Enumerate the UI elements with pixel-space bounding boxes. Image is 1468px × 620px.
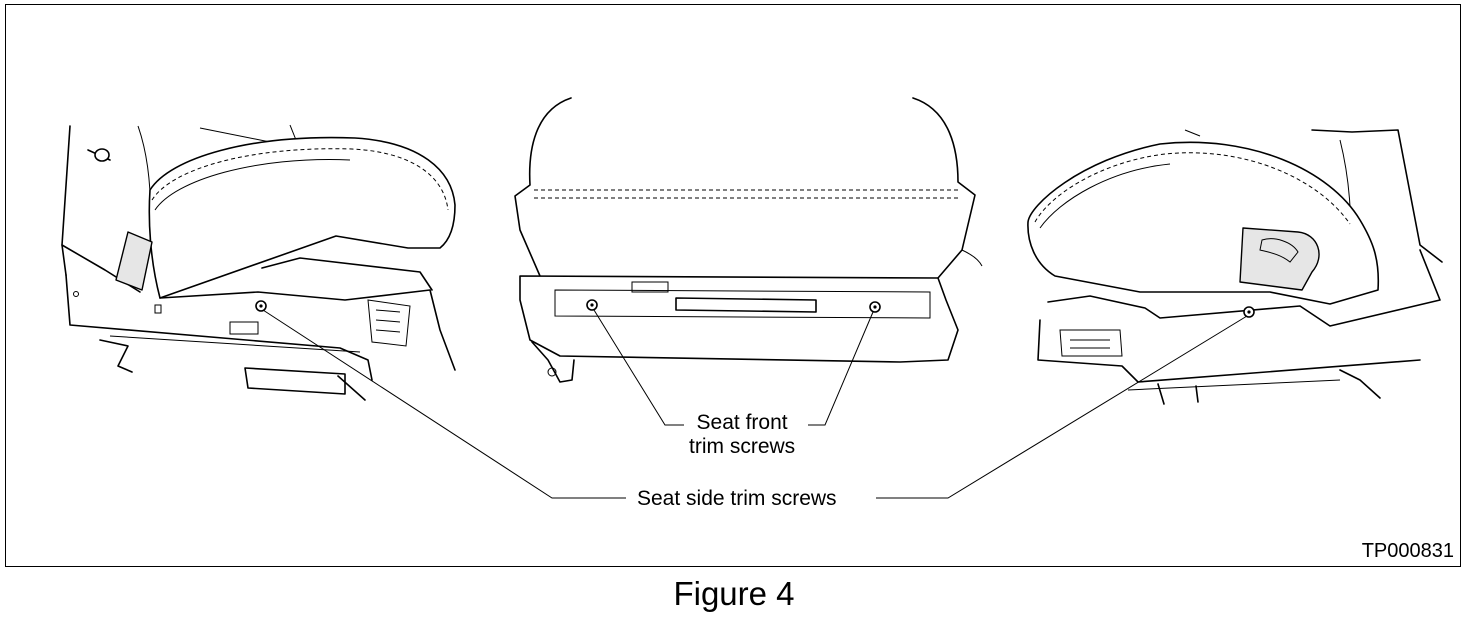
right-seat-view — [1027, 129, 1443, 405]
figure-frame — [5, 4, 1461, 567]
left-seat-view — [61, 124, 456, 401]
center-seat-view — [514, 97, 983, 383]
figure-caption: Figure 4 — [673, 575, 795, 612]
front-trim-label-line2: trim screws — [689, 435, 796, 458]
side-trim-screws-label: Seat side trim screws — [637, 487, 837, 510]
leader-lines — [262, 309, 1248, 499]
front-trim-label-line1: Seat front — [696, 411, 788, 434]
front-trim-screws-label: Seat front trim screws — [689, 411, 795, 459]
reference-id: TP000831 — [1361, 540, 1454, 562]
